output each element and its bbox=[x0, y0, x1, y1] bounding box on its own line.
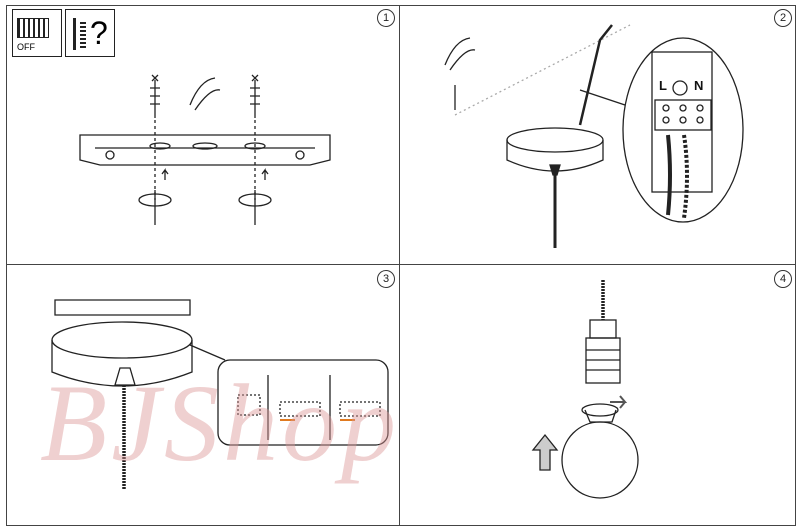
canopy-with-bracket bbox=[51, 299, 226, 490]
diagram-frame bbox=[6, 5, 796, 526]
wires bbox=[578, 24, 613, 126]
mounting-bracket bbox=[79, 134, 331, 166]
up-arrow-icon bbox=[531, 433, 559, 471]
panel-divider-vertical bbox=[399, 5, 400, 526]
question-mark: ? bbox=[90, 15, 108, 51]
power-off-icon: OFF bbox=[12, 9, 62, 57]
step-number-3: 3 bbox=[377, 270, 395, 288]
screw-anchor-question-icon: ? bbox=[65, 9, 115, 57]
pliers-icon bbox=[189, 77, 221, 111]
power-off-label: OFF bbox=[17, 42, 35, 52]
wall-anchors bbox=[150, 74, 260, 200]
lamp-socket bbox=[585, 280, 621, 384]
set-screw-detail-callout bbox=[217, 359, 389, 446]
neutral-terminal-label: N bbox=[694, 78, 704, 93]
light-bulb bbox=[561, 395, 639, 499]
step-number-2: 2 bbox=[774, 9, 792, 27]
panel-divider-horizontal bbox=[6, 264, 796, 265]
watermark: BJShop bbox=[40, 362, 401, 484]
pliers-icon-2 bbox=[444, 37, 476, 110]
step-number-4: 4 bbox=[774, 270, 792, 288]
canopy bbox=[506, 127, 604, 248]
live-terminal-label: L bbox=[659, 78, 667, 93]
step-number-1: 1 bbox=[377, 9, 395, 27]
terminal-block-callout bbox=[579, 37, 744, 223]
screwdriver-rotate-icons bbox=[138, 168, 272, 225]
